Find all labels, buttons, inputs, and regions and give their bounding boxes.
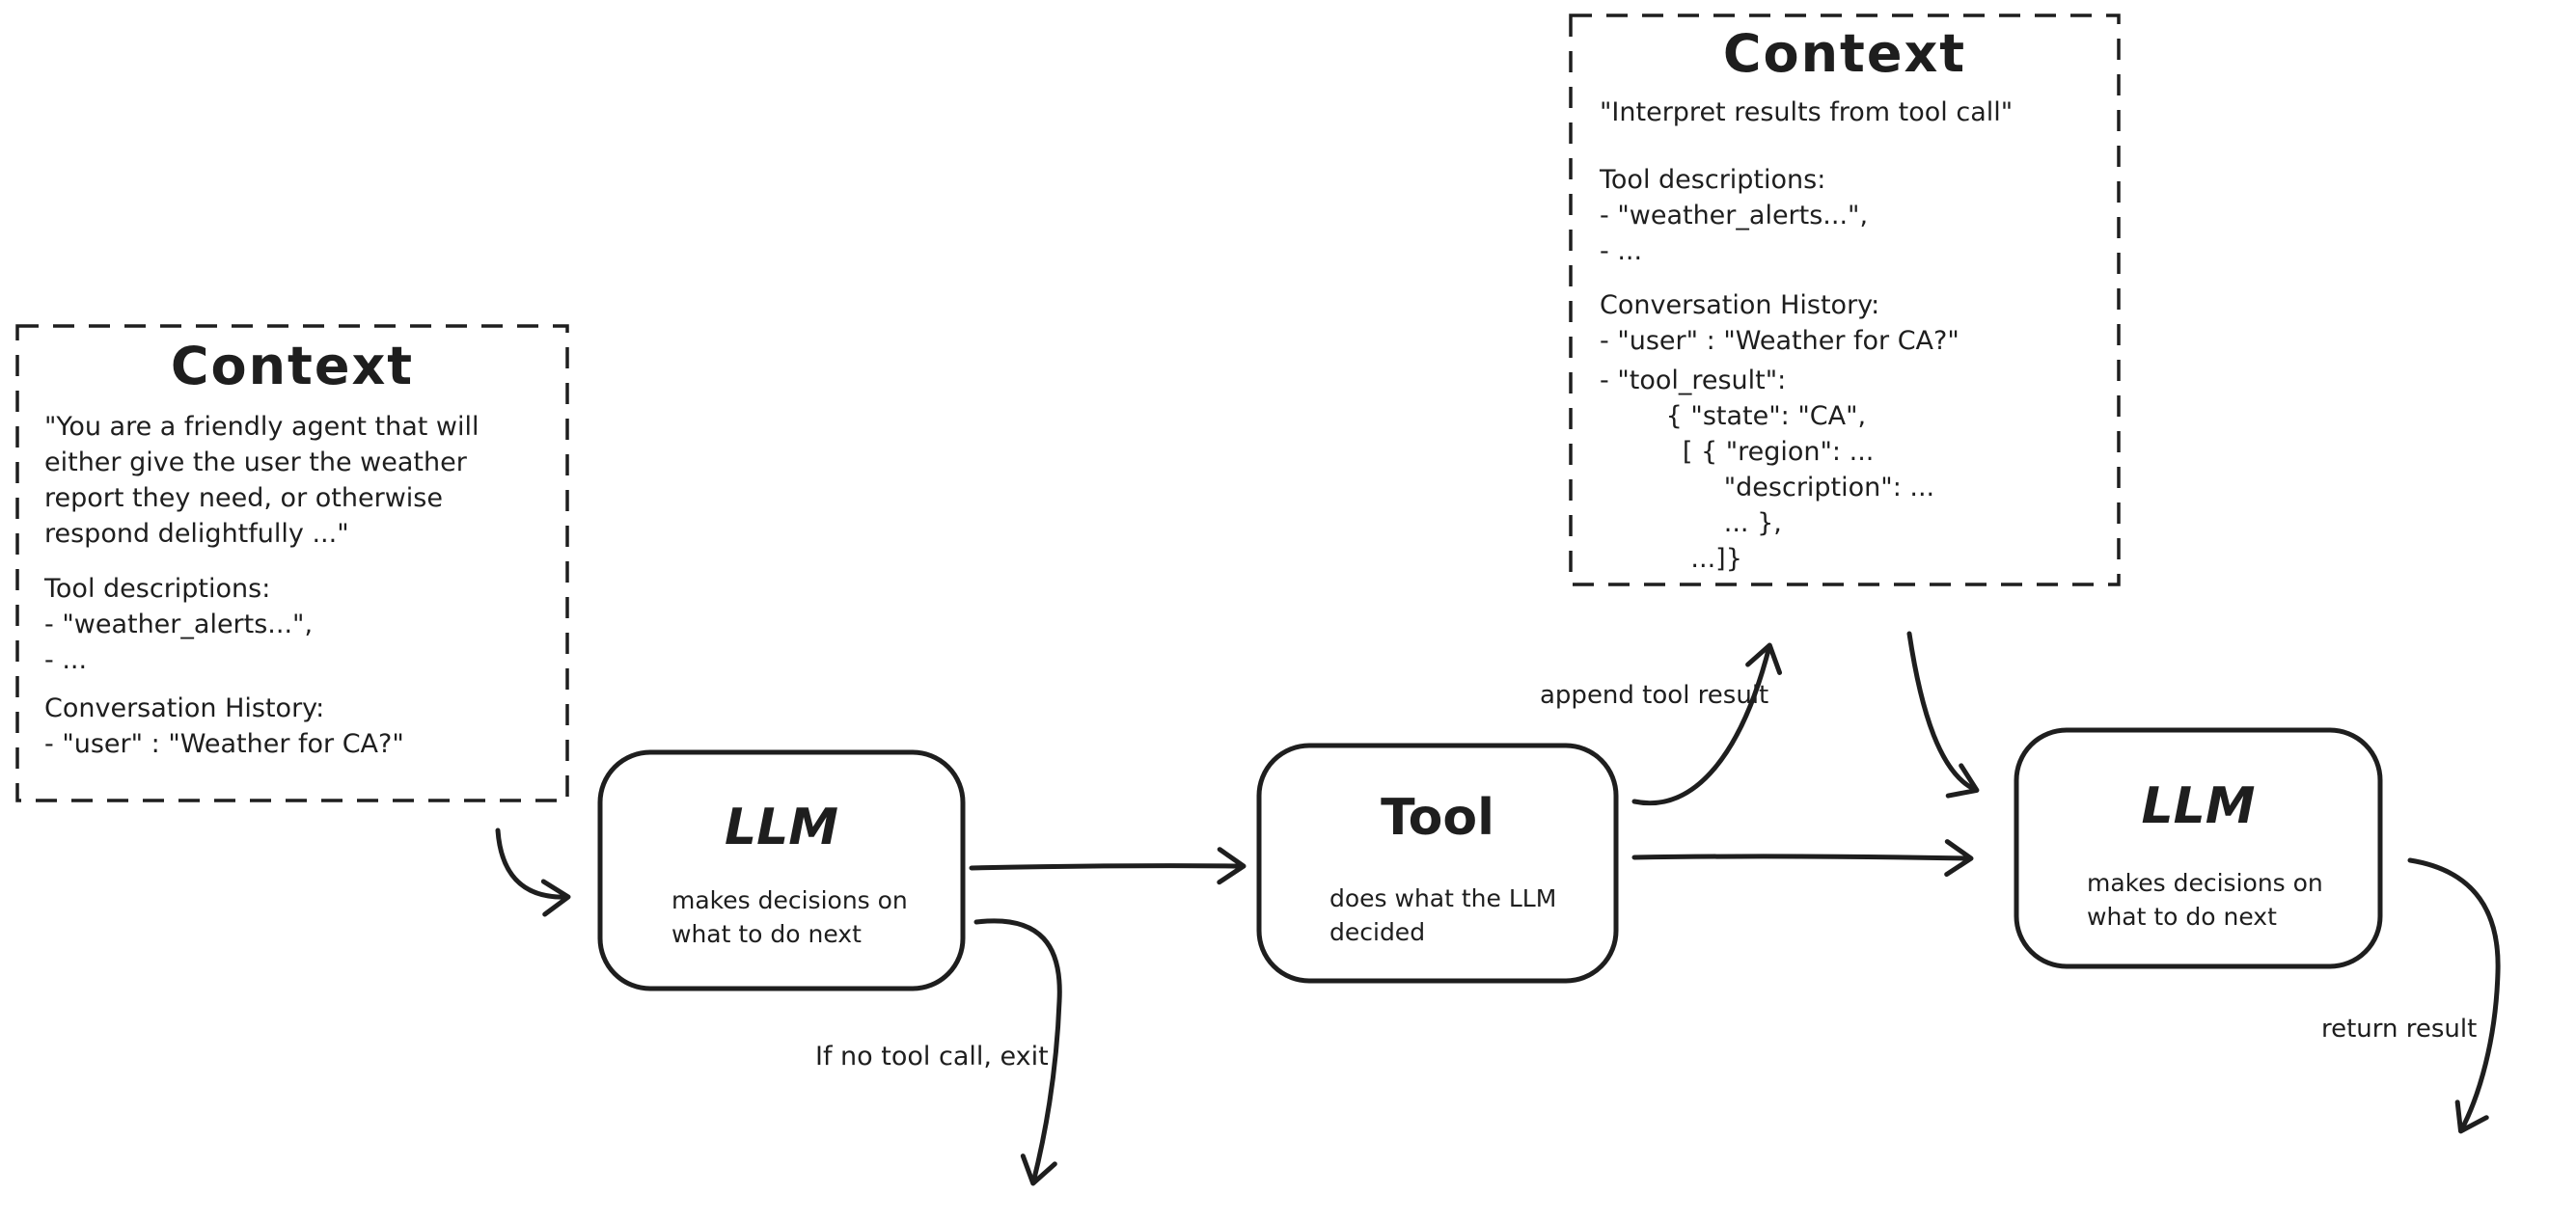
arrow-llm2-return: [2407, 857, 2501, 1134]
arrow-llm1-to-tool: [969, 847, 1247, 885]
arrow-context-right-to-llm2: [1906, 631, 1980, 799]
arrow-tool-to-context-right: [1631, 642, 1783, 806]
context-right-box: [1569, 14, 2121, 586]
context-right-tool-descriptions: Tool descriptions: - "weather_alerts..."…: [1600, 165, 1869, 266]
llm-node-1-title: LLM: [724, 799, 838, 856]
llm-node-2-title: LLM: [2141, 777, 2256, 835]
no-tool-call-exit-label: If no tool call, exit: [815, 1042, 1049, 1072]
return-result-label: return result: [2321, 1015, 2478, 1044]
context-left-tool-descriptions: Tool descriptions: - "weather_alerts..."…: [44, 574, 314, 675]
tool-node-box: [1256, 743, 1619, 984]
llm-node-2-subtitle: makes decisions on what to do next: [2087, 869, 2323, 931]
context-right-system-prompt: "Interpret results from tool call": [1600, 97, 2014, 127]
llm-node-2-box: [2014, 727, 2383, 969]
arrow-context-left-to-llm1: [495, 828, 571, 917]
llm-node-1-box: [597, 749, 966, 991]
context-left-box: [15, 324, 569, 802]
append-tool-result-label: append tool result: [1540, 681, 1769, 710]
arrow-tool-to-llm2: [1631, 839, 1974, 878]
arrow-llm1-exit: [973, 918, 1062, 1186]
context-left-system-prompt: "You are a friendly agent that will eith…: [44, 412, 480, 549]
context-left-title: Context: [170, 336, 415, 396]
tool-node-title: Tool: [1381, 789, 1494, 847]
context-right-conversation-history: Conversation History: - "user" : "Weathe…: [1600, 290, 1959, 356]
llm-node-1-subtitle: makes decisions on what to do next: [671, 886, 908, 948]
context-right-title: Context: [1722, 23, 1967, 84]
context-right-tool-result: - "tool_result": { "state": "CA", [ { "r…: [1600, 366, 1935, 574]
tool-node-subtitle: does what the LLM decided: [1329, 884, 1557, 946]
context-left-conversation-history: Conversation History: - "user" : "Weathe…: [44, 693, 404, 759]
